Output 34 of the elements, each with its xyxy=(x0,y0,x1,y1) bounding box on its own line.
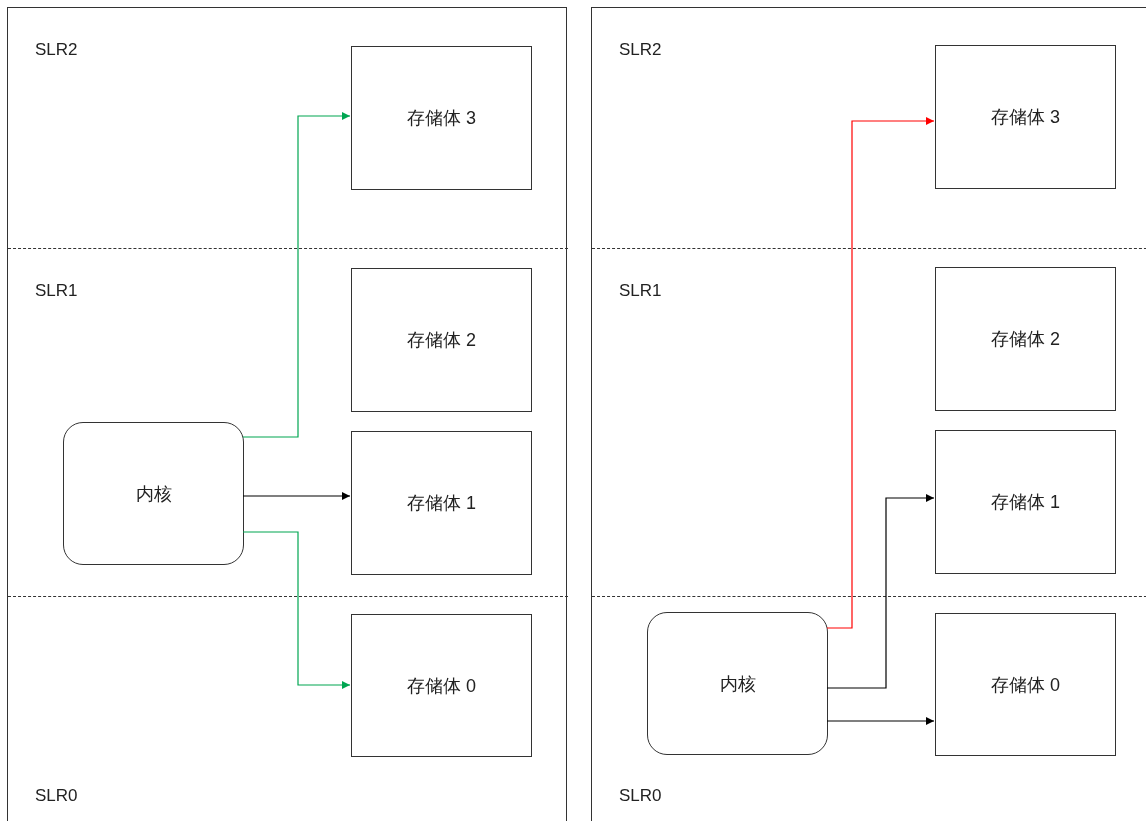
region-label: SLR0 xyxy=(619,786,662,806)
memory-bank-label: 存储体 3 xyxy=(991,106,1060,129)
arrow xyxy=(826,117,935,629)
memory-bank-box xyxy=(935,45,1116,189)
memory-bank-label: 存储体 1 xyxy=(407,492,476,515)
memory-bank-box xyxy=(351,46,532,190)
region-label: SLR0 xyxy=(35,786,78,806)
region-label: SLR1 xyxy=(35,281,78,301)
arrow xyxy=(826,494,935,689)
memory-bank-box xyxy=(935,613,1116,756)
memory-bank-box xyxy=(351,431,532,575)
panel-frame xyxy=(591,7,1146,821)
region-label: SLR2 xyxy=(619,40,662,60)
core-box xyxy=(647,612,828,755)
core-box xyxy=(63,422,244,565)
arrow xyxy=(826,717,935,725)
region-label: SLR1 xyxy=(619,281,662,301)
memory-bank-box xyxy=(935,267,1116,411)
core-label: 内核 xyxy=(135,482,172,506)
arrow xyxy=(242,531,351,689)
memory-bank-label: 存储体 3 xyxy=(407,107,476,130)
memory-bank-box xyxy=(351,268,532,412)
memory-bank-label: 存储体 2 xyxy=(407,329,476,352)
memory-bank-box xyxy=(351,614,532,757)
memory-bank-label: 存储体 1 xyxy=(991,491,1060,514)
panel-frame xyxy=(7,7,567,821)
core-label: 内核 xyxy=(719,672,756,696)
memory-bank-box xyxy=(935,430,1116,574)
arrow xyxy=(242,112,351,438)
memory-bank-label: 存储体 0 xyxy=(407,674,476,698)
arrow xyxy=(242,492,351,500)
memory-bank-label: 存储体 0 xyxy=(991,673,1060,697)
region-label: SLR2 xyxy=(35,40,78,60)
memory-bank-label: 存储体 2 xyxy=(991,328,1060,351)
